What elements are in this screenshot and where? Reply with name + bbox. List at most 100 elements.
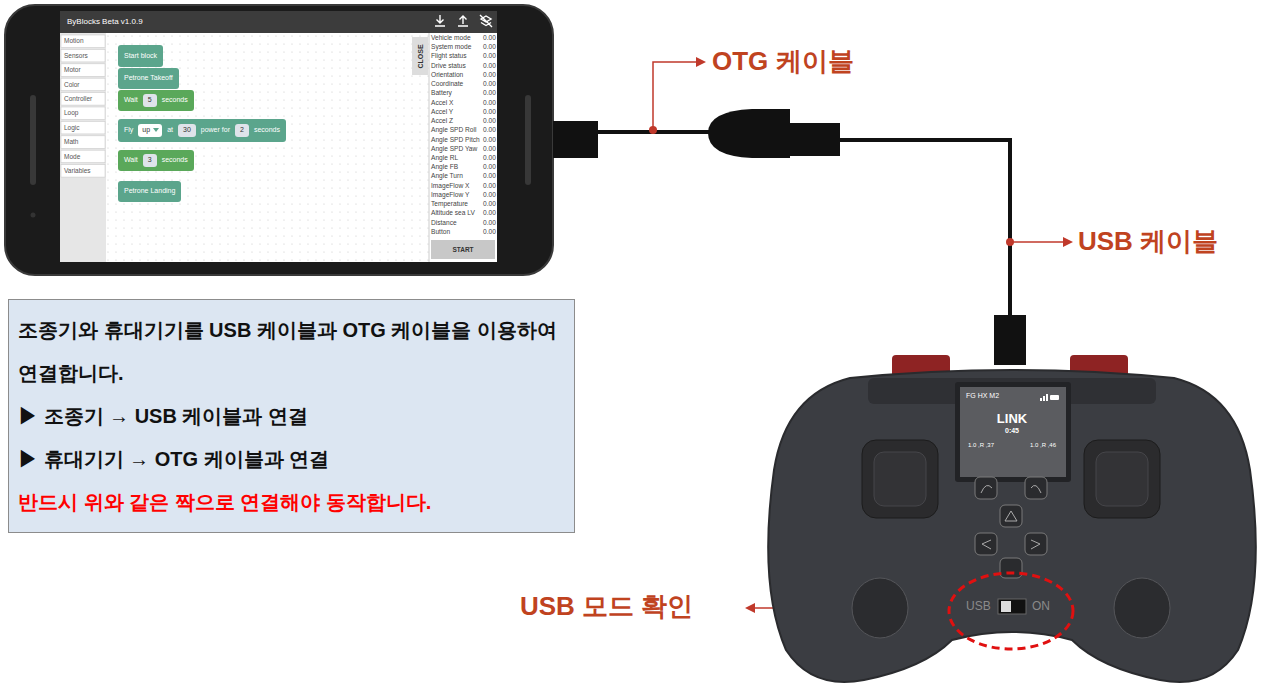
block-text: at [167, 126, 173, 134]
sensor-name: Angle SPD Yaw [431, 145, 477, 153]
number-input: 2 [235, 124, 249, 136]
sensor-value: 0.00 [483, 209, 496, 217]
sensor-name: Accel Y [431, 108, 453, 116]
start-button: START [431, 240, 495, 259]
dropdown-arrow [153, 128, 159, 132]
sensor-value: 0.00 [483, 219, 496, 227]
sensor-value: 0.00 [483, 89, 496, 97]
sensor-value: 0.00 [483, 52, 496, 60]
note-text: 조종기와 휴대기기를 USB 케이블과 OTG 케이블을 이용하여 연결합니다. [18, 309, 566, 395]
category-tab: Variables [64, 167, 91, 175]
sensor-value: 0.00 [483, 154, 496, 162]
warning-text: 반드시 위와 같은 짝으로 연결해야 동작합니다. [18, 481, 566, 524]
block-text: power for [201, 126, 230, 134]
sensor-name: Button [431, 228, 450, 236]
command-block: Petrone Landing [118, 181, 181, 202]
category-tab: Motion [64, 37, 84, 45]
block-text: Petrone Takeoff [124, 74, 173, 82]
screen-text: FG HX M2 [966, 392, 999, 400]
start-block: Start block [118, 45, 163, 67]
block-text: seconds [162, 156, 188, 164]
category-tab: Color [64, 81, 80, 89]
sensor-name: Temperature [431, 200, 468, 208]
note-text: ▶ 휴대기기 → OTG 케이블과 연결 [18, 438, 566, 481]
block-text: Start block [124, 52, 157, 60]
sensor-name: ImageFlow Y [431, 191, 469, 199]
cables [553, 109, 1026, 365]
sensor-value: 0.00 [483, 62, 496, 70]
wait-block: Wait 3 seconds [118, 150, 194, 171]
screen-text: 1.0 ,R ,46 [1030, 442, 1056, 449]
callout-label: OTG 케이블 [712, 46, 854, 77]
category-tab: Loop [64, 109, 78, 117]
note-text: ▶ 조종기 → USB 케이블과 연결 [18, 395, 566, 438]
sensor-name: Distance [431, 219, 457, 227]
dropdown-value: up [142, 126, 150, 134]
sensor-name: Coordinate [431, 80, 463, 88]
sensor-name: Angle FB [431, 163, 458, 171]
sensor-name: Vehicle mode [431, 34, 471, 42]
block-text: seconds [254, 126, 280, 134]
number-input: 30 [178, 124, 196, 136]
sensor-name: Angle SPD Pitch [431, 136, 480, 144]
switch-label: USB [966, 599, 991, 613]
button-text: CLOSE [417, 44, 424, 68]
dropdown-field: up [138, 124, 162, 136]
callout-label: USB 모드 확인 [520, 591, 693, 622]
sensor-name: Angle SPD Roll [431, 126, 476, 134]
screen-text: LINK [997, 411, 1027, 427]
sensor-value: 0.00 [483, 117, 496, 125]
command-block: Petrone Takeoff [118, 68, 179, 89]
category-tab: Motor [64, 66, 81, 74]
block-text: Wait [124, 156, 138, 164]
sensor-value: 0.00 [483, 182, 496, 190]
sensor-value: 0.00 [483, 108, 496, 116]
sensor-name: Flight status [431, 52, 467, 60]
phone [5, 5, 553, 275]
close-tab: CLOSE [412, 37, 428, 75]
screen-text: 1.0 ,R ,37 [968, 442, 994, 449]
screen-text: 0:45 [1005, 427, 1019, 435]
block-text: Petrone Landing [124, 187, 175, 195]
sensor-value: 0.00 [483, 172, 496, 180]
sensor-name: Angle RL [431, 154, 458, 162]
controller [768, 355, 1256, 682]
sensor-value: 0.00 [483, 80, 496, 88]
block-text: seconds [162, 96, 188, 104]
sensor-value: 0.00 [483, 200, 496, 208]
category-tab: Math [64, 138, 78, 146]
app-title: ByBlocks Beta v1.0.9 [67, 17, 143, 27]
sensor-name: Angle Turn [431, 172, 463, 180]
category-tab: Mode [64, 153, 80, 161]
switch-label: ON [1032, 599, 1050, 613]
block-text: Wait [124, 96, 138, 104]
sensor-value: 0.00 [483, 126, 496, 134]
sensor-value: 0.00 [483, 136, 496, 144]
sensor-value: 0.00 [483, 71, 496, 79]
number-input: 5 [143, 94, 157, 106]
number-input: 3 [143, 154, 157, 166]
sensor-name: Orientation [431, 71, 463, 79]
sensor-name: Drive status [431, 62, 466, 70]
sensor-value: 0.00 [483, 34, 496, 42]
category-tab: Logic [64, 124, 80, 132]
category-tab: Controller [64, 95, 92, 103]
button-text: START [452, 246, 473, 253]
sensor-value: 0.00 [483, 163, 496, 171]
sensor-name: Accel X [431, 99, 453, 107]
sensor-name: Altitude sea LV [431, 209, 475, 217]
wait-block: Wait 5 seconds [118, 90, 194, 111]
fly-block: Fly up at 30 power for 2 seconds [118, 119, 286, 142]
sensor-name: System mode [431, 43, 471, 51]
category-tab: Sensors [64, 52, 88, 60]
info-box: 조종기와 휴대기기를 USB 케이블과 OTG 케이블을 이용하여 연결합니다.… [8, 299, 575, 533]
sensor-name: Accel Z [431, 117, 453, 125]
sensor-value: 0.00 [483, 191, 496, 199]
highlight-ellipse [949, 573, 1073, 649]
sensor-name: Battery [431, 89, 452, 97]
sensor-name: ImageFlow X [431, 182, 469, 190]
callout-label: USB 케이블 [1078, 226, 1218, 257]
sensor-value: 0.00 [483, 99, 496, 107]
block-text: Fly [124, 126, 133, 134]
